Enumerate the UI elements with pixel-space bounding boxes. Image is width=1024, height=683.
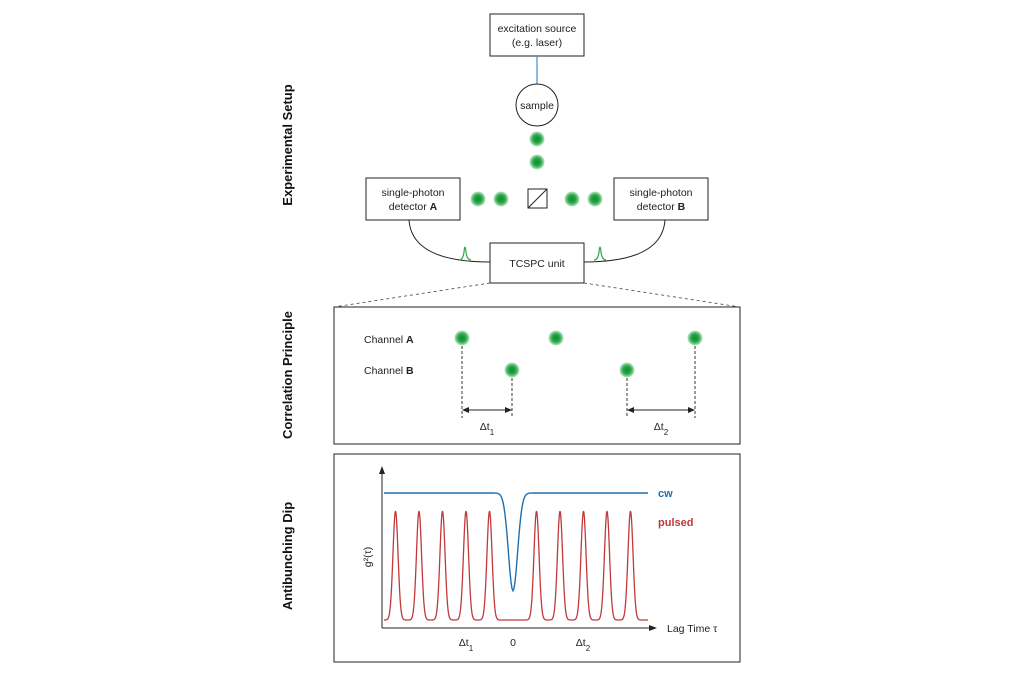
sample-circle (515, 83, 559, 127)
sample-label: sample (520, 100, 554, 112)
section-label-setup: Experimental Setup (280, 84, 295, 205)
zoom-line-left (333, 282, 491, 308)
x-axis-arrow (649, 625, 657, 631)
pulse-icon (458, 246, 472, 261)
photon (470, 191, 486, 207)
series-pulsed-line (383, 510, 648, 621)
cable-b (583, 219, 666, 263)
y-axis-label: g²(τ) (362, 547, 374, 567)
correlation-panel (333, 306, 741, 445)
cable-a (408, 219, 491, 263)
tcspc-label: TCSPC unit (509, 258, 565, 270)
pulse-icon (593, 246, 607, 261)
x-tick-dt1: Δt1 (459, 637, 474, 653)
dt1-label: Δt1 (480, 421, 495, 437)
photon-channel-b (619, 362, 635, 378)
excitation-source-label: excitation source (498, 23, 577, 35)
detector-b-label: single-photon (629, 187, 692, 199)
photon-channel-b (504, 362, 520, 378)
detector-a-sublabel: detector A (389, 201, 438, 213)
photon (529, 131, 545, 147)
section-label-antibunching: Antibunching Dip (280, 502, 295, 610)
dt1-arrow (462, 407, 512, 413)
series-cw-line (384, 492, 648, 593)
dt2-arrow (627, 407, 695, 413)
photon-channel-a (548, 330, 564, 346)
detector-a-label: single-photon (381, 187, 444, 199)
photon (564, 191, 580, 207)
y-axis-arrow (379, 466, 385, 474)
photon-channel-a (687, 330, 703, 346)
excitation-source-sublabel: (e.g. laser) (512, 37, 562, 49)
section-label-correlation: Correlation Principle (280, 311, 295, 439)
photon (529, 154, 545, 170)
antibunching-panel (333, 453, 741, 663)
photon-channel-a (454, 330, 470, 346)
legend-cw: cw (658, 488, 673, 500)
detector-a-box (365, 177, 461, 221)
photon (493, 191, 509, 207)
channel-b-label: Channel B (364, 365, 414, 377)
x-tick-zero: 0 (510, 637, 516, 649)
tcspc-box (489, 242, 585, 284)
detector-b-box (613, 177, 709, 221)
photon (587, 191, 603, 207)
detector-b-sublabel: detector B (637, 201, 686, 213)
x-tick-dt2: Δt2 (576, 637, 591, 653)
chart-series-group (383, 492, 648, 621)
legend-pulsed: pulsed (658, 517, 693, 529)
channel-a-label: Channel A (364, 334, 414, 346)
dt2-label: Δt2 (654, 421, 669, 437)
beam-splitter-icon (527, 188, 548, 209)
zoom-line-right (583, 282, 741, 308)
excitation-source-box (489, 13, 585, 57)
x-axis-label: Lag Time τ (667, 623, 718, 635)
